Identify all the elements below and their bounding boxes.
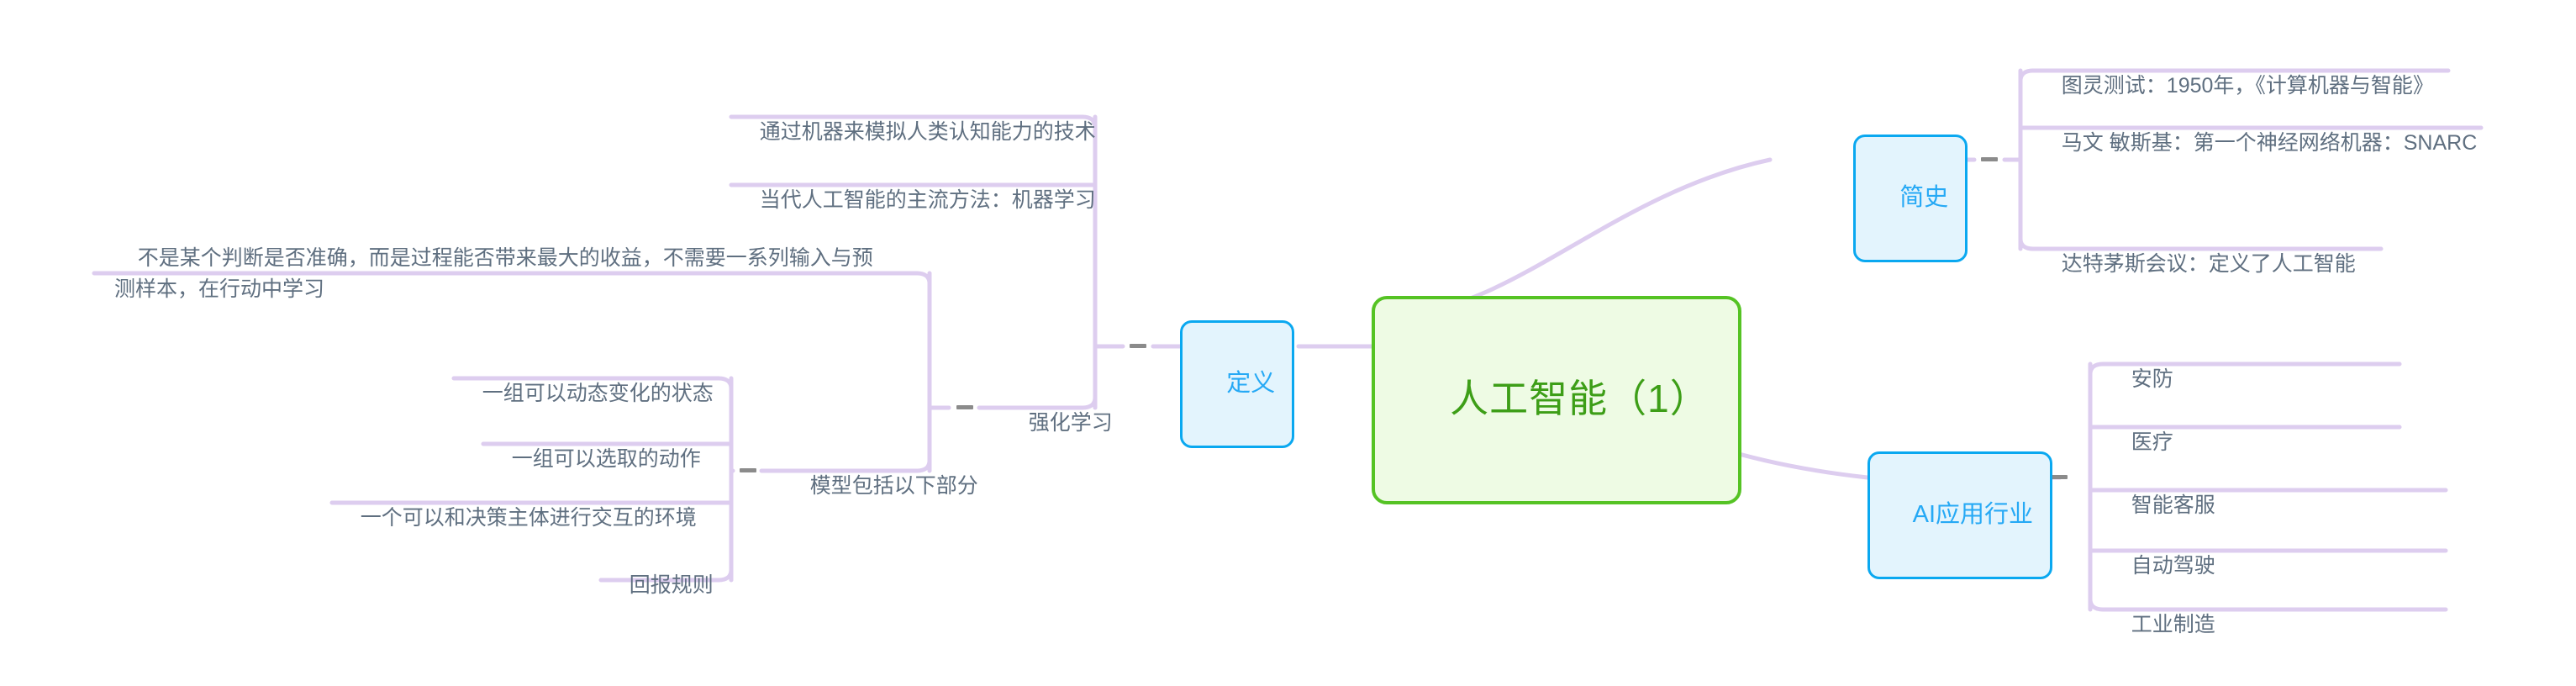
leaf-label: 工业制造 xyxy=(2131,613,2215,637)
branch-node-model-parts[interactable]: 模型包括以下部分 xyxy=(782,438,983,538)
leaf-label: 图灵测试：1950年，《计算机器与智能》 xyxy=(2061,74,2434,98)
leaf-label: 智能客服 xyxy=(2131,493,2215,518)
branch-node-history-label: 简史 xyxy=(1899,184,1949,212)
leaf-definition-child-1[interactable]: 通过机器来模拟人类认知能力的技术 xyxy=(731,84,1101,184)
leaf-label: 自动驾驶 xyxy=(2131,554,2215,578)
branch-node-reinforcement-label: 强化学习 xyxy=(1028,411,1113,435)
leaf-industries-child-4[interactable]: 自动驾驶 xyxy=(2103,518,2220,618)
leaf-label: 一个可以和决策主体进行交互的环境 xyxy=(360,506,697,530)
leaf-model-parts-child-4[interactable]: 回报规则 xyxy=(601,537,719,637)
leaf-label: 通过机器来模拟人类认知能力的技术 xyxy=(759,120,1096,145)
leaf-history-child-2[interactable]: 马文 敏斯基：第一个神经网络机器：SNARC xyxy=(2033,95,2482,195)
leaf-label: 不是某个判断是否准确，而是过程能否带来最大的收益，不需要一系列输入与预 测样本，… xyxy=(114,245,873,302)
root-node[interactable]: 人工智能（1） xyxy=(1372,296,1741,505)
toggle-history[interactable] xyxy=(1981,157,1998,161)
leaf-label: 马文 敏斯基：第一个神经网络机器：SNARC xyxy=(2061,131,2478,156)
leaf-model-parts-child-1[interactable]: 一组可以动态变化的状态 xyxy=(454,346,719,446)
leaf-label: 医疗 xyxy=(2131,430,2173,455)
root-node-label: 人工智能（1） xyxy=(1450,376,1709,420)
leaf-industries-child-3[interactable]: 智能客服 xyxy=(2103,457,2220,557)
branch-node-definition-label: 定义 xyxy=(1226,370,1276,398)
toggle-model-parts[interactable] xyxy=(740,468,756,472)
leaf-history-child-3[interactable]: 达特茅斯会议：定义了人工智能 xyxy=(2033,216,2361,316)
branch-node-history[interactable]: 简史 xyxy=(1853,135,1968,263)
leaf-label: 一组可以动态变化的状态 xyxy=(482,382,714,406)
leaf-label: 回报规则 xyxy=(629,573,714,598)
toggle-definition[interactable] xyxy=(1130,344,1146,348)
toggle-industries[interactable] xyxy=(2051,475,2068,479)
leaf-industries-child-5[interactable]: 工业制造 xyxy=(2103,577,2220,677)
leaf-industries-child-2[interactable]: 医疗 xyxy=(2103,394,2178,494)
leaf-label: 安防 xyxy=(2131,367,2173,392)
link-root-to-history xyxy=(1403,157,1773,315)
leaf-model-parts-child-3[interactable]: 一个可以和决策主体进行交互的环境 xyxy=(332,470,702,570)
leaf-definition-child-2[interactable]: 当代人工智能的主流方法：机器学习 xyxy=(731,152,1101,252)
branch-node-industries-label: AI应用行业 xyxy=(1912,501,2034,529)
leaf-label: 当代人工智能的主流方法：机器学习 xyxy=(759,188,1096,213)
branch-node-reinforcement[interactable]: 强化学习 xyxy=(1000,375,1118,475)
toggle-reinforcement[interactable] xyxy=(956,405,973,409)
leaf-industries-child-1[interactable]: 安防 xyxy=(2103,331,2178,431)
branch-node-industries[interactable]: AI应用行业 xyxy=(1867,451,2053,580)
leaf-label: 达特茅斯会议：定义了人工智能 xyxy=(2061,252,2356,277)
leaf-reinforcement-child-1[interactable]: 不是某个判断是否准确，而是过程能否带来最大的收益，不需要一系列输入与预 测样本，… xyxy=(109,208,941,343)
leaf-model-parts-child-2[interactable]: 一组可以选取的动作 xyxy=(483,411,706,511)
branch-node-model-parts-label: 模型包括以下部分 xyxy=(809,474,978,499)
leaf-label: 一组可以选取的动作 xyxy=(511,447,701,472)
leaf-history-child-1[interactable]: 图灵测试：1950年，《计算机器与智能》 xyxy=(2033,38,2439,138)
branch-node-definition[interactable]: 定义 xyxy=(1180,320,1295,449)
